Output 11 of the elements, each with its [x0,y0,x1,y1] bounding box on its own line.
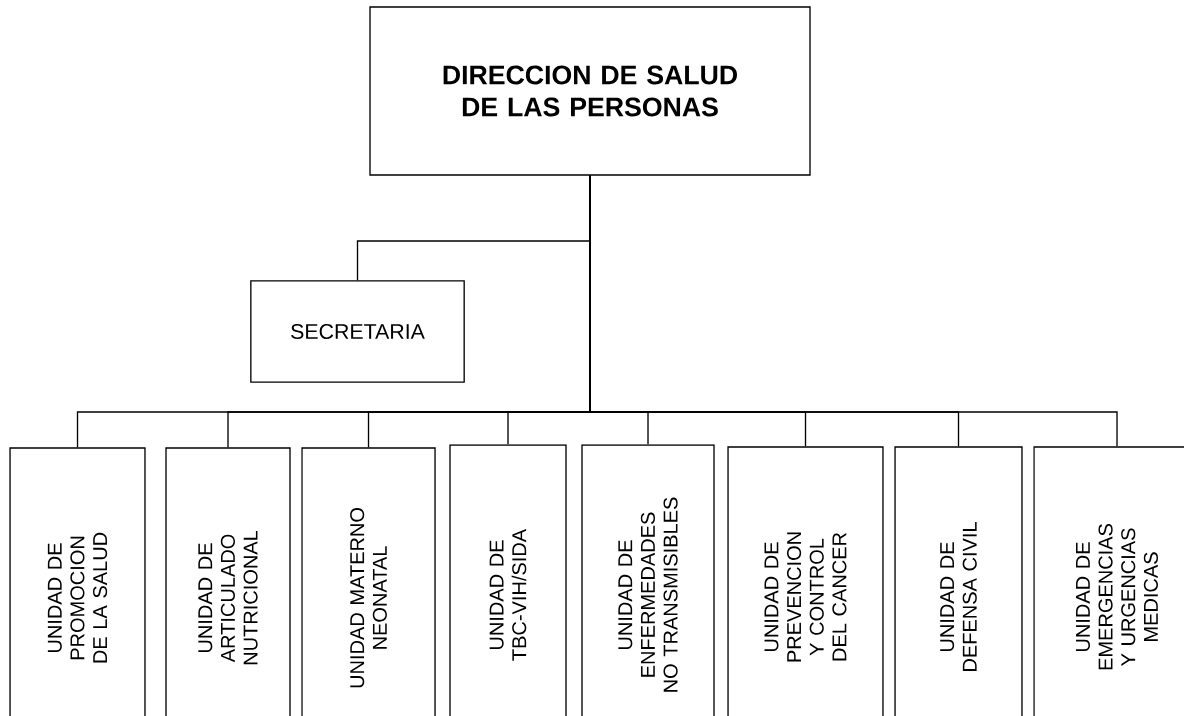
unit-box: UNIDAD DE PROMOCION DE LA SALUD [9,447,146,716]
unit-box: UNIDAD MATERNO NEONATAL [301,447,436,716]
unit-box: UNIDAD DE PREVENCION Y CONTROL DEL CANCER [727,446,884,716]
connector-line [589,175,1118,447]
director-box: DIRECCION DE SALUD DE LAS PERSONAS [369,6,811,176]
unit-box: UNIDAD DE TBC-VIH/SIDA [449,444,567,716]
secretary-box: SECRETARIA [250,280,465,383]
unit-box: UNIDAD DE DEFENSA CIVIL [894,446,1023,716]
unit-box: UNIDAD DE ENFERMEDADES NO TRANSMISIBLES [581,444,715,716]
unit-box: UNIDAD DE ARTICULADO NUTRICIONAL [165,447,291,716]
unit-box: UNIDAD DE EMERGENCIAS Y URGENCIAS MEDICAS [1033,446,1184,716]
